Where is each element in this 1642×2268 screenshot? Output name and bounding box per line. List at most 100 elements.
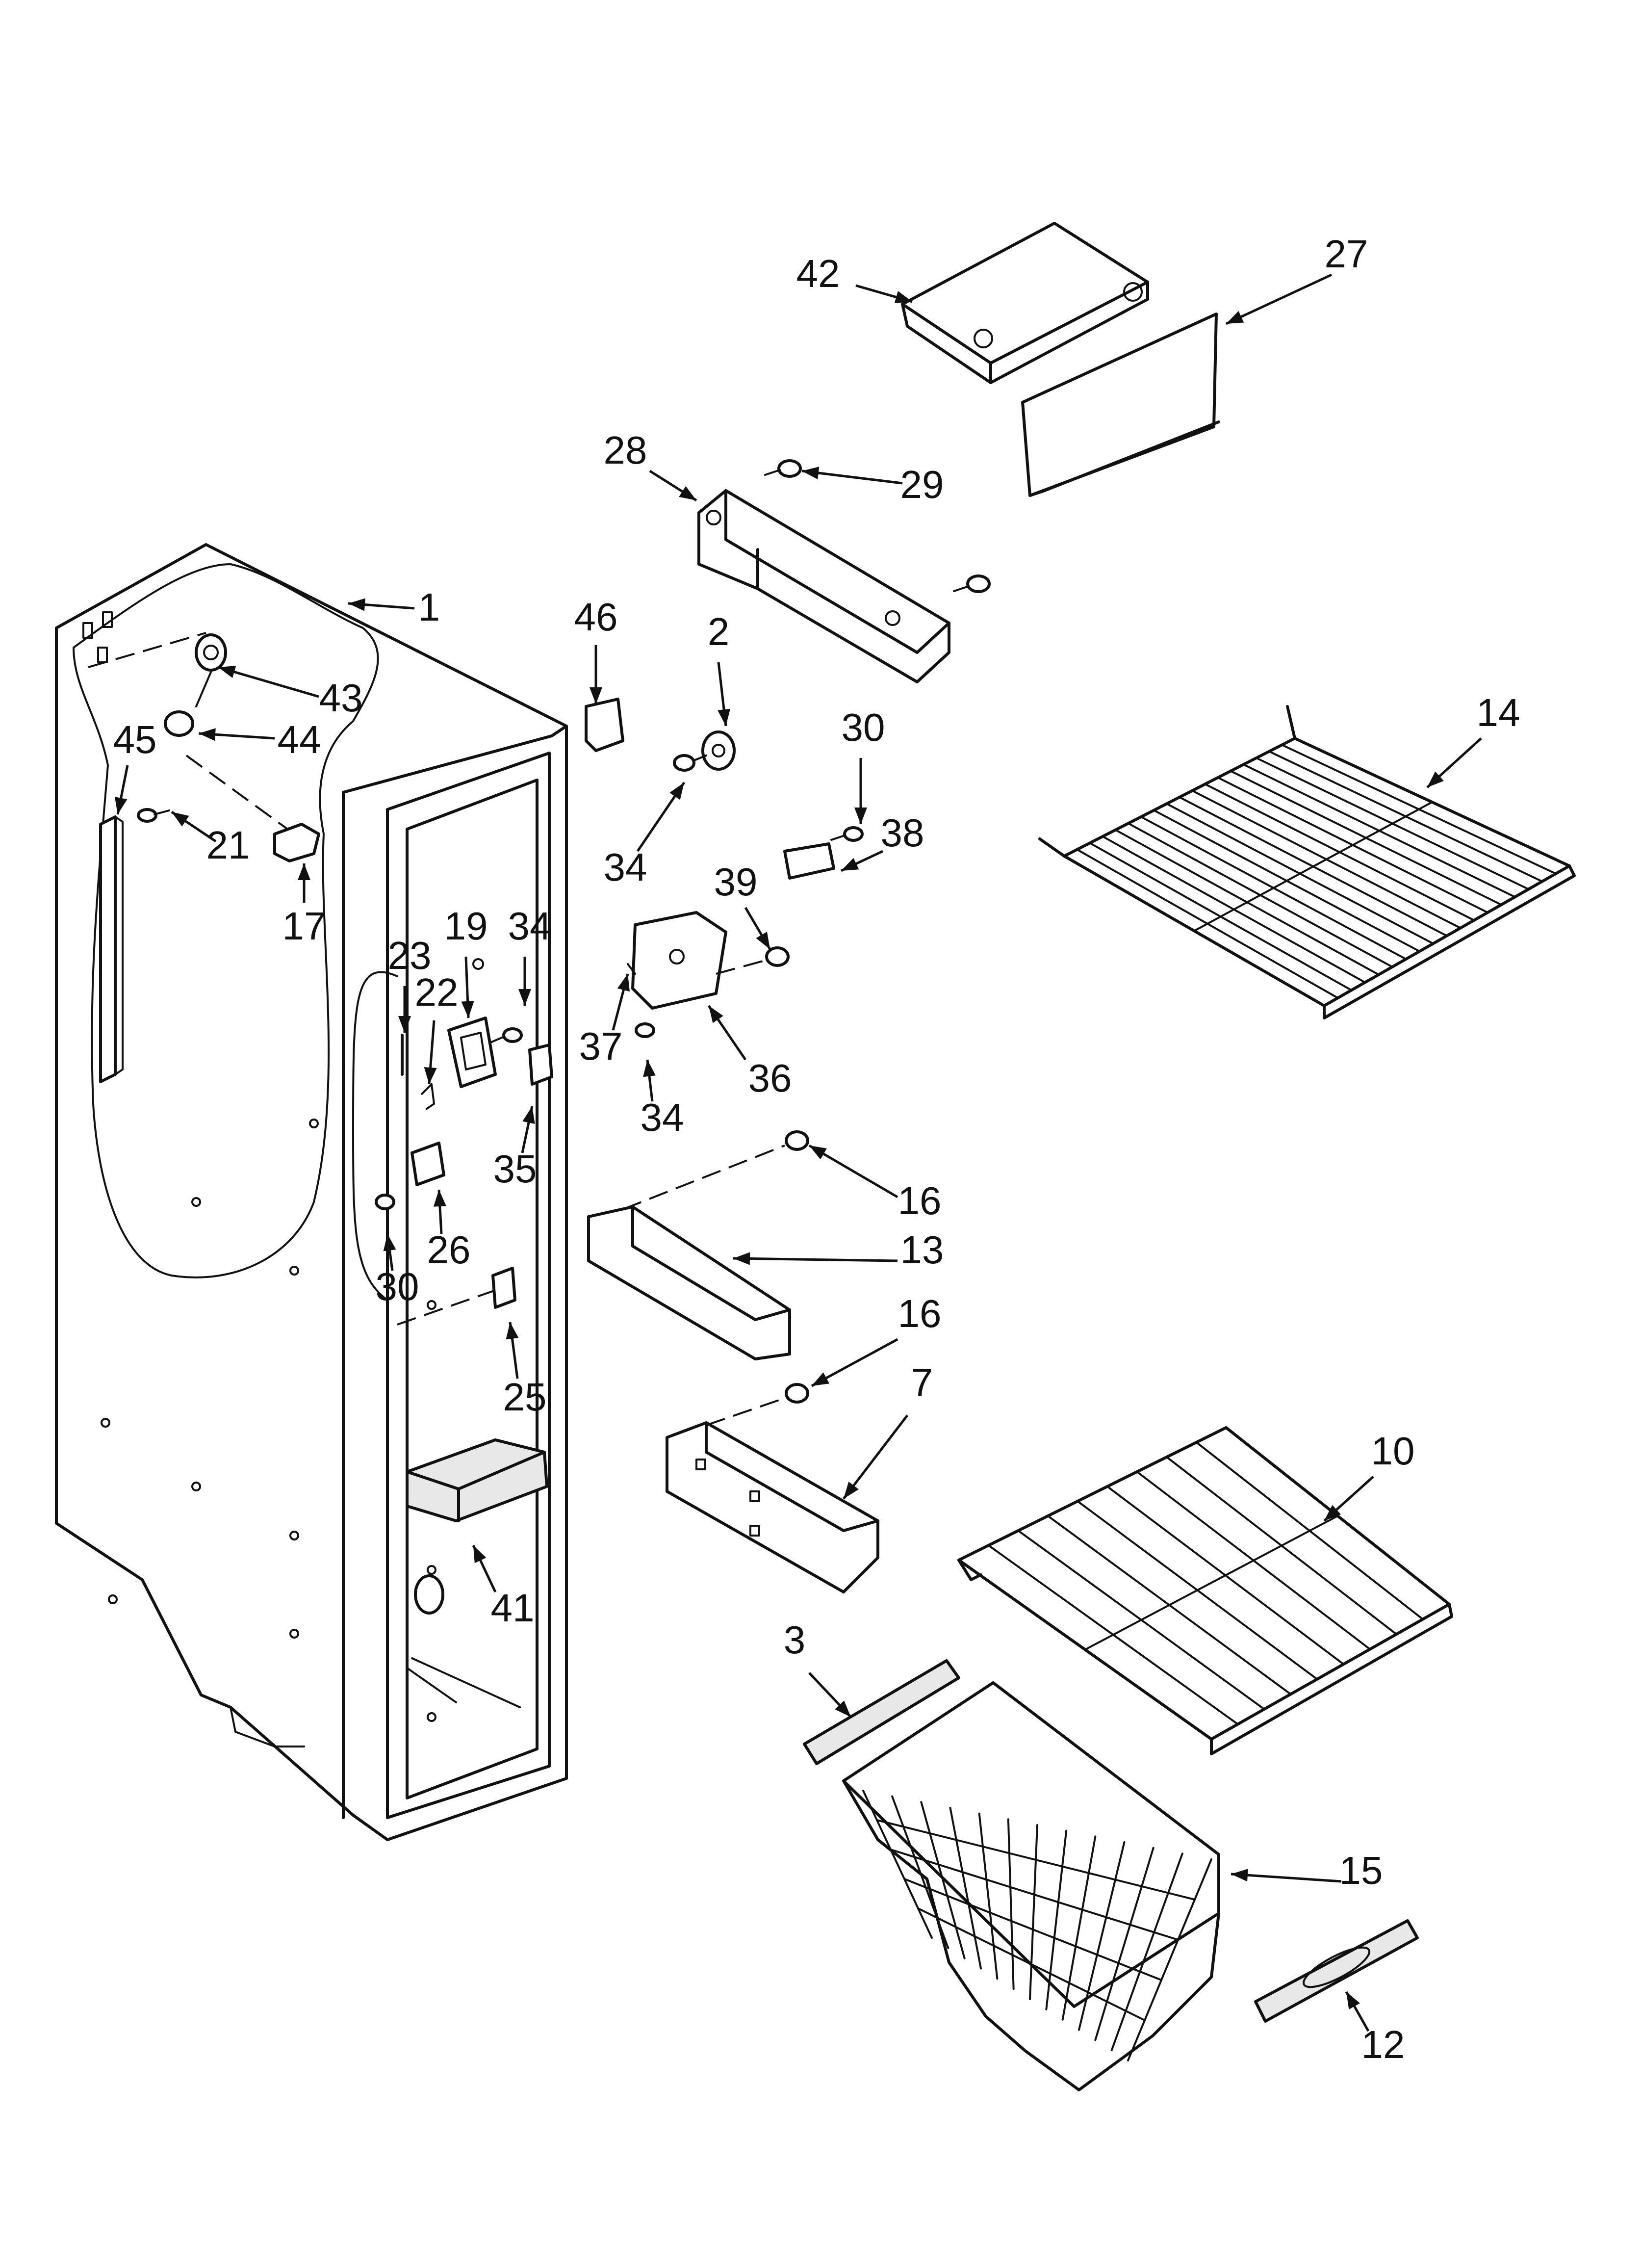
part-number-label: 27 <box>1325 232 1368 276</box>
arrowhead <box>1231 1869 1248 1882</box>
leader-line <box>808 1144 898 1199</box>
wire <box>917 1907 1146 2021</box>
callout-17: 17 <box>282 863 326 948</box>
wire <box>876 1819 1196 1901</box>
arrowhead <box>383 1234 396 1251</box>
callout-16: 16 <box>808 1144 941 1223</box>
leader-line <box>843 1414 908 1500</box>
wire <box>1045 1829 1068 2010</box>
callout-13: 13 <box>733 1228 944 1272</box>
part-25-switch <box>491 1267 516 1309</box>
wire <box>1094 1847 1155 2041</box>
part-number-label: 37 <box>579 1024 623 1068</box>
part-16-screw-b <box>706 1383 809 1426</box>
part-22-spring <box>421 1083 435 1110</box>
arrowhead <box>199 728 216 741</box>
arrowhead <box>756 932 770 949</box>
part-38-board <box>783 842 835 880</box>
callout-3: 3 <box>784 1618 852 1718</box>
part-39-bushing <box>716 946 790 975</box>
part-number-label: 42 <box>796 252 840 295</box>
part-number-label: 19 <box>444 904 488 948</box>
arrowhead <box>812 1372 830 1386</box>
part-14-shelf <box>1038 705 1576 1019</box>
part-19-housing <box>447 958 497 1088</box>
callout-7: 7 <box>843 1360 933 1500</box>
part-27-cover <box>1021 313 1220 497</box>
wire <box>978 1812 999 1980</box>
arrowhead <box>433 1190 446 1207</box>
arrowhead <box>835 1700 851 1717</box>
arrowhead <box>114 797 128 814</box>
wire <box>891 1795 949 1949</box>
arrowhead <box>398 1016 411 1033</box>
part-30-screw-a <box>830 826 864 842</box>
part-number-label: 12 <box>1361 2023 1405 2066</box>
arrowhead <box>424 1067 437 1084</box>
arrowhead <box>506 1322 519 1340</box>
part-number-label: 34 <box>508 904 552 948</box>
part-26-board <box>410 1142 445 1186</box>
part-34-screw-b <box>489 1027 523 1043</box>
wire <box>862 1790 933 1939</box>
part-number-label: 38 <box>881 811 924 855</box>
leader-line <box>218 666 319 698</box>
part-35-bracket <box>528 1043 553 1086</box>
part-30-screw-b <box>375 1194 395 1210</box>
arrowhead <box>522 1106 535 1124</box>
leader-line <box>733 1257 898 1262</box>
part-number-label: 34 <box>641 1095 684 1139</box>
arrowhead <box>590 687 602 704</box>
callout-43: 43 <box>218 666 362 720</box>
callout-39: 39 <box>714 860 771 950</box>
part-17-clip <box>273 823 320 862</box>
part-number-label: 2 <box>708 610 730 653</box>
part-number-label: 23 <box>388 934 432 977</box>
arrowhead <box>1324 1505 1341 1521</box>
part-36-housing <box>631 911 727 1010</box>
callout-1: 1 <box>348 585 440 629</box>
part-number-label: 7 <box>911 1360 933 1404</box>
callout-22: 22 <box>415 970 459 1085</box>
arrowhead <box>172 812 189 827</box>
callout-29: 29 <box>801 463 944 506</box>
callout-28: 28 <box>604 428 697 502</box>
wire <box>1078 1841 1126 2031</box>
part-number-label: 22 <box>415 970 459 1014</box>
leader-line <box>1231 1873 1342 1883</box>
callout-35: 35 <box>493 1106 537 1191</box>
callout-23: 23 <box>388 934 432 1033</box>
part-number-label: 10 <box>1371 1429 1415 1473</box>
leader-line <box>1225 273 1333 325</box>
wire <box>1127 1858 1212 2061</box>
arrowhead <box>643 1060 656 1077</box>
callout-38: 38 <box>840 811 924 872</box>
arrowhead <box>844 1482 859 1499</box>
callout-34: 34 <box>641 1059 684 1139</box>
callout-34: 34 <box>508 904 552 1006</box>
part-number-label: 21 <box>206 823 250 867</box>
wire <box>1084 1515 1339 1651</box>
wire <box>920 1801 966 1959</box>
arrowhead <box>518 989 531 1006</box>
arrowhead <box>679 486 696 500</box>
wire <box>949 1807 982 1970</box>
part-number-label: 16 <box>898 1292 942 1335</box>
part-12-handle <box>1254 1919 1419 2023</box>
part-42-hinge <box>901 222 1149 384</box>
part-number-label: 26 <box>427 1228 471 1272</box>
callout-16: 16 <box>811 1292 942 1387</box>
part-15-wire-grid <box>862 1790 1212 2061</box>
callout-45: 45 <box>113 718 156 815</box>
part-number-label: 17 <box>282 904 326 948</box>
part-number-label: 34 <box>604 845 647 889</box>
callout-26: 26 <box>427 1189 471 1272</box>
arrowhead <box>218 666 236 678</box>
part-13-bracket <box>587 1205 791 1360</box>
part-number-label: 15 <box>1339 1849 1383 1892</box>
part-number-label: 25 <box>503 1375 547 1419</box>
part-number-label: 30 <box>376 1265 419 1308</box>
part-21-screw <box>137 808 170 823</box>
arrowhead <box>473 1545 487 1564</box>
part-3-handle <box>803 1659 960 1765</box>
